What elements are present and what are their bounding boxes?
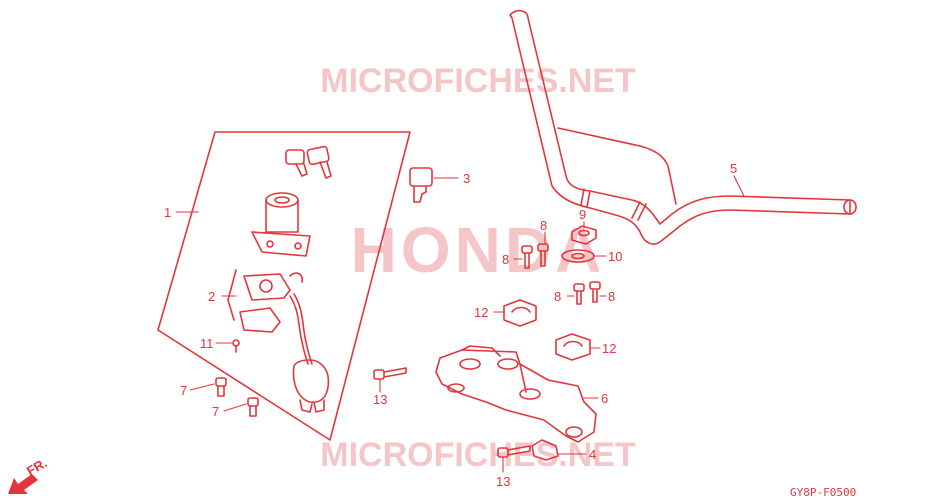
callout-8a: 8 xyxy=(502,252,509,267)
front-direction-marker: FR. xyxy=(8,455,50,494)
bolt-8a xyxy=(521,245,533,269)
callout-1: 1 xyxy=(164,205,171,220)
key-part xyxy=(409,167,433,203)
callout-13a: 13 xyxy=(373,392,387,407)
ignition-switch xyxy=(251,192,311,257)
callout-3: 3 xyxy=(463,171,470,186)
callout-11: 11 xyxy=(200,336,214,351)
callout-10: 10 xyxy=(608,249,622,264)
bolt-8c xyxy=(573,283,585,305)
callout-13b: 13 xyxy=(496,474,510,489)
watermark-top: MICROFICHES.NET xyxy=(320,62,636,100)
handlebar-part xyxy=(509,9,857,245)
nut-9 xyxy=(571,225,597,245)
top-bridge-6 xyxy=(435,345,597,443)
watermark-bottom: MICROFICHES.NET xyxy=(320,436,636,474)
callout-8c: 8 xyxy=(554,289,561,304)
holder-12b xyxy=(555,333,591,361)
callout-7a: 7 xyxy=(180,383,187,398)
ignition-group-frame xyxy=(157,131,411,441)
front-label: FR. xyxy=(24,455,50,478)
screw-7a xyxy=(215,377,227,397)
callout-labels: 1 2 3 4 5 6 7 7 8 8 8 8 9 10 11 12 12 13… xyxy=(164,161,737,489)
screw-11 xyxy=(232,339,240,353)
diagram-code: GY8P-F0500 xyxy=(790,486,856,499)
callout-2: 2 xyxy=(208,289,215,304)
callout-8d: 8 xyxy=(608,289,615,304)
bolt-13b xyxy=(497,445,531,458)
watermark-center: HONDA xyxy=(351,214,606,286)
callout-12a: 12 xyxy=(474,305,488,320)
switch-contact-parts xyxy=(227,269,304,333)
leader-lines xyxy=(175,175,745,473)
callout-9: 9 xyxy=(579,207,586,222)
callout-5: 5 xyxy=(730,161,737,176)
watermarks: MICROFICHES.NET HONDA MICROFICHES.NET xyxy=(320,62,636,474)
bolt-13a xyxy=(373,367,407,380)
cable-guide-4 xyxy=(531,439,559,461)
bolt-8d xyxy=(589,281,601,303)
callout-6: 6 xyxy=(601,391,608,406)
key-set xyxy=(285,145,332,179)
callout-7b: 7 xyxy=(212,404,219,419)
callout-8b: 8 xyxy=(540,218,547,233)
wire-harness xyxy=(289,293,330,413)
holder-12a xyxy=(503,299,537,327)
bolt-8b xyxy=(537,243,549,267)
callout-12b: 12 xyxy=(602,341,616,356)
front-arrow-icon xyxy=(8,474,38,494)
screw-7b xyxy=(247,397,259,417)
callout-4: 4 xyxy=(589,447,596,462)
